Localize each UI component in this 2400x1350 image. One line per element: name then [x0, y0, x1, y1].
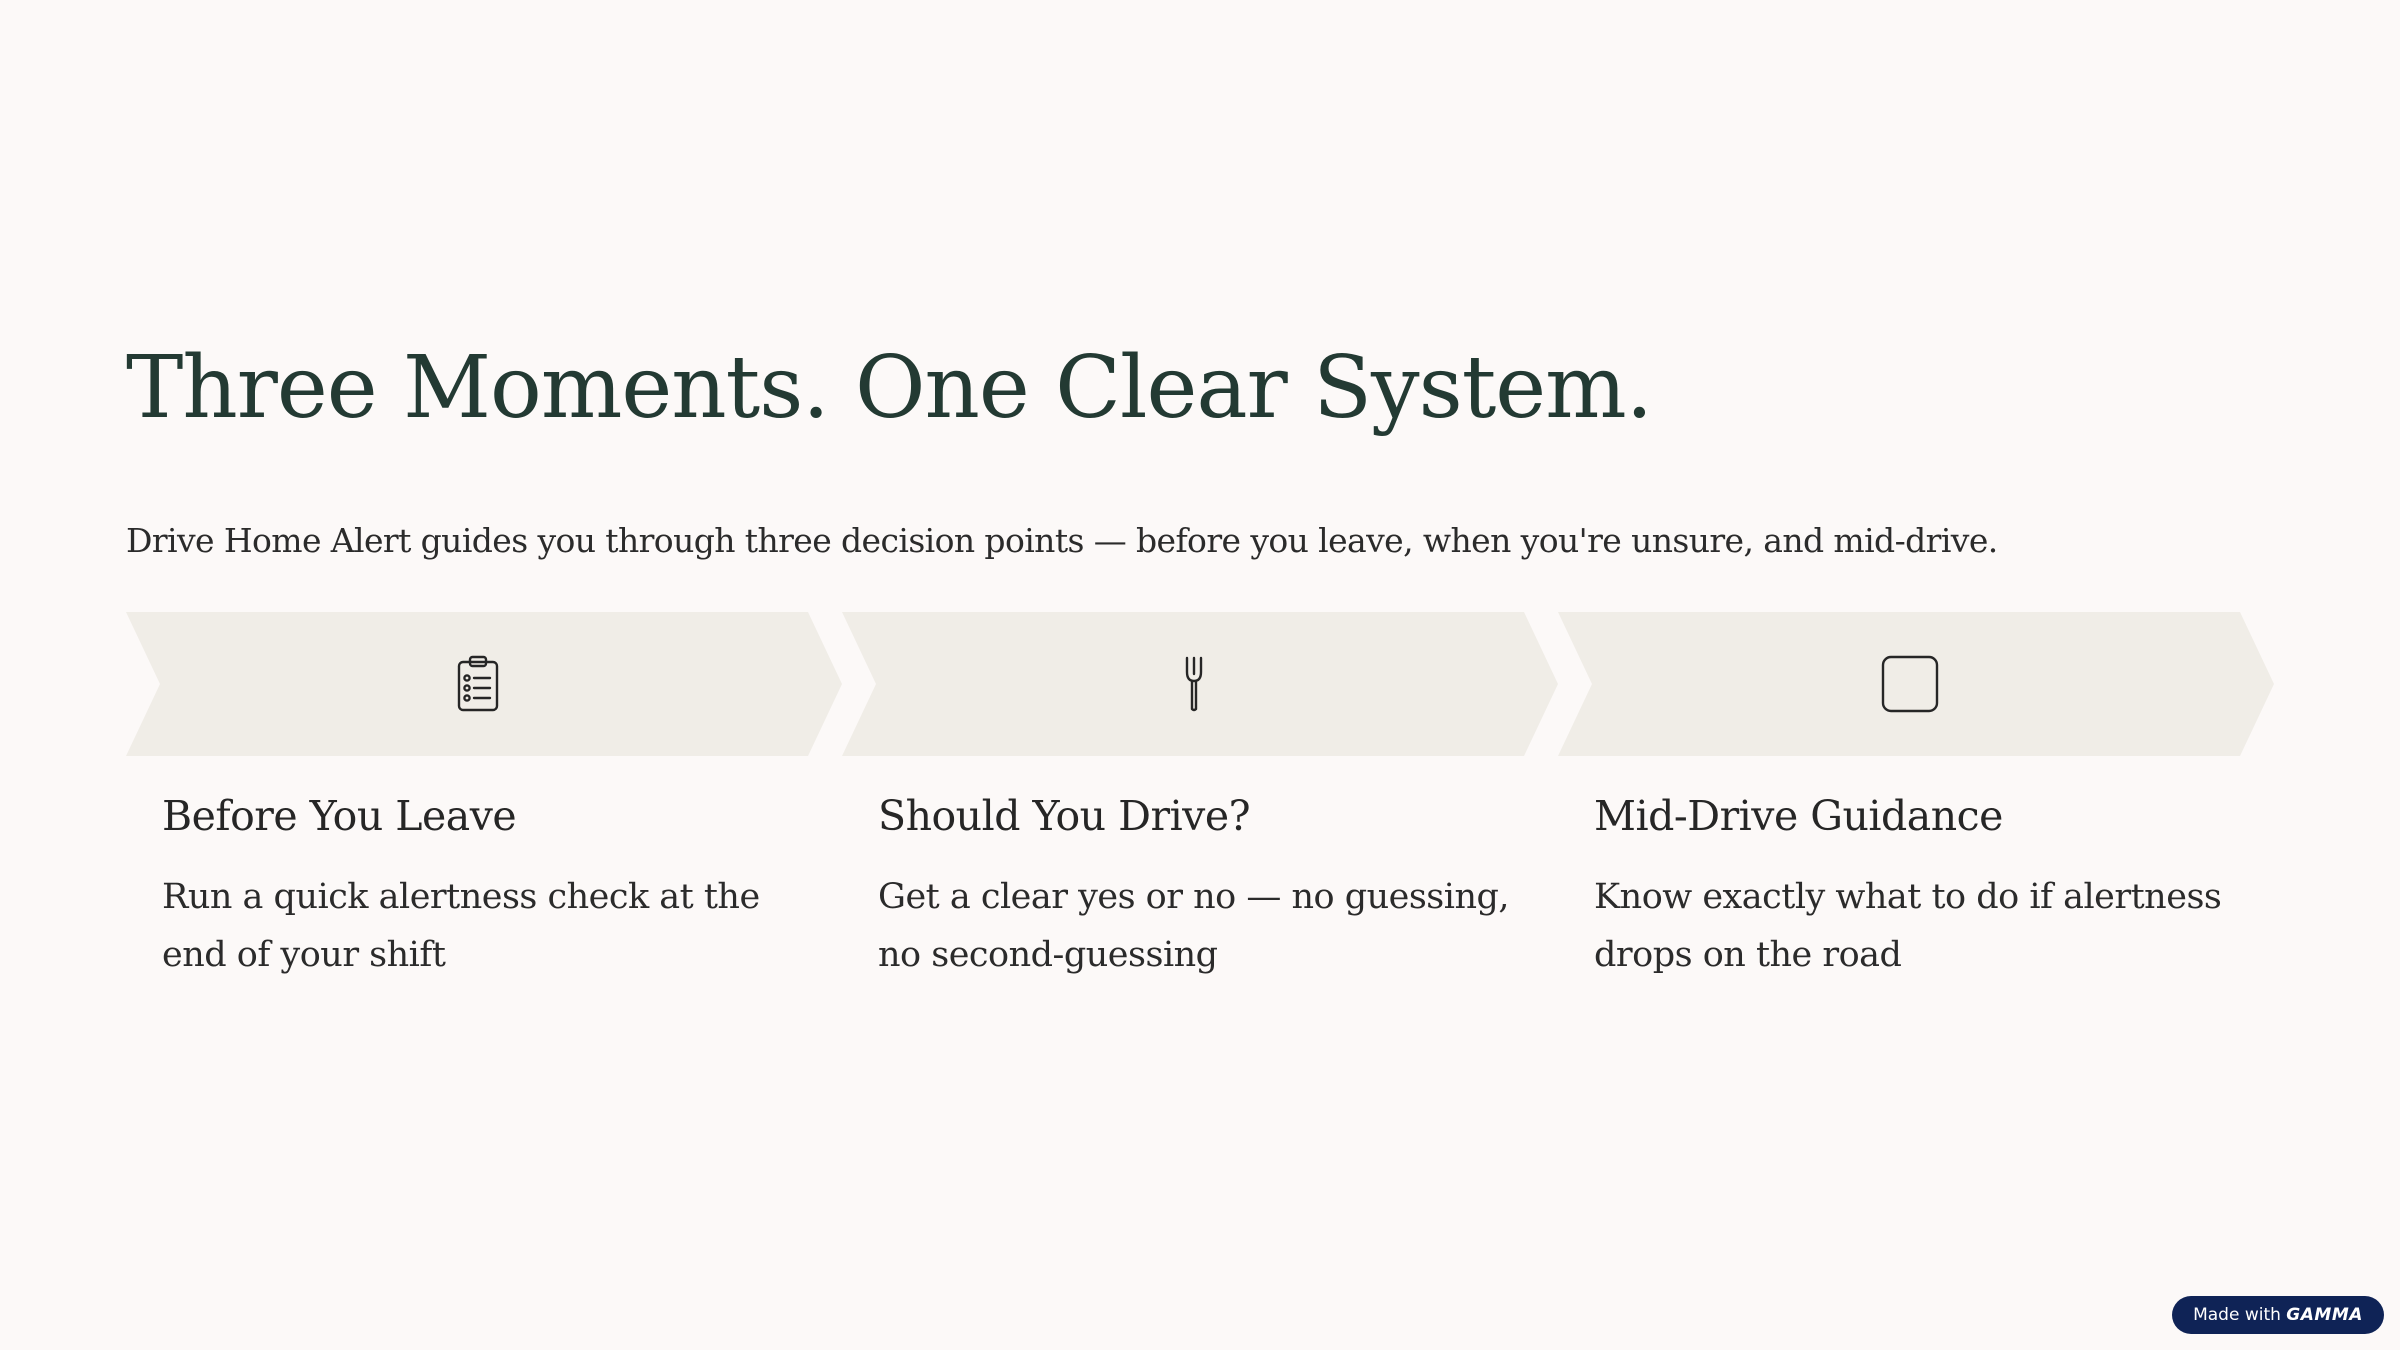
step-title: Should You Drive? [878, 792, 1251, 840]
slide-subtitle: Drive Home Alert guides you through thre… [126, 521, 1998, 560]
step-description: Know exactly what to do if alertness dro… [1594, 877, 2222, 975]
step-description: Run a quick alertness check at the end o… [162, 877, 760, 975]
fork-icon [1164, 654, 1224, 714]
made-with-gamma-badge[interactable]: Made with GAMMA [2172, 1296, 2384, 1334]
step-chevron [842, 612, 1558, 756]
rounded-square-icon [1880, 654, 1940, 714]
process-steps: Before You Leave Run a quick alertness c… [126, 612, 2276, 992]
clipboard-checklist-icon [448, 654, 508, 714]
step-mid-drive-guidance: Mid-Drive Guidance Know exactly what to … [1558, 612, 2274, 992]
step-title: Before You Leave [162, 792, 517, 840]
step-before-you-leave: Before You Leave Run a quick alertness c… [126, 612, 842, 992]
step-should-you-drive: Should You Drive? Get a clear yes or no … [842, 612, 1558, 992]
badge-prefix: Made with [2193, 1305, 2281, 1325]
step-description: Get a clear yes or no — no guessing, no … [878, 877, 1510, 975]
slide-title: Three Moments. One Clear System. [126, 338, 1653, 438]
gamma-logo: GAMMA [2286, 1305, 2363, 1325]
step-title: Mid-Drive Guidance [1594, 792, 2003, 840]
step-chevron [1558, 612, 2274, 756]
step-chevron [126, 612, 842, 756]
